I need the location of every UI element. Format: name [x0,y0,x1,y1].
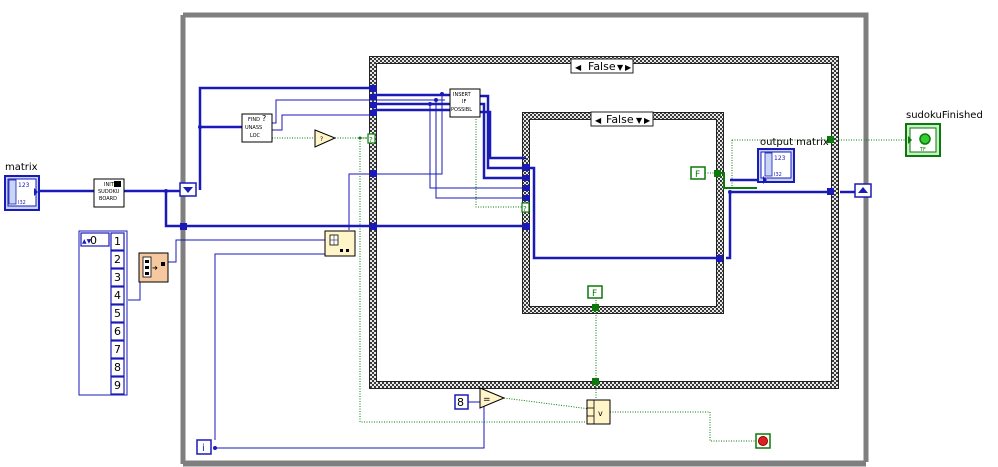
svg-text:FIND: FIND [248,117,260,123]
increment-arrow-icon[interactable]: ▶ [644,116,651,125]
case-inner-label: False [606,113,634,126]
up-arrow-icon [858,187,868,193]
array-element-value: 9 [114,379,121,392]
svg-text:?: ? [262,114,266,123]
output-matrix-label: output matrix [760,137,829,148]
svg-text:SUDOKU: SUDOKU [98,189,120,195]
output-arrow-icon [34,188,38,196]
init-sudoku-board-subvi[interactable]: INIT SUDOKU BOARD [93,178,125,208]
equal-primitive[interactable]: = [479,387,506,409]
svg-text:=: = [483,395,491,405]
svg-text:F: F [592,289,597,299]
svg-text:▲▼: ▲▼ [82,238,92,245]
array-wires[interactable] [38,86,855,260]
array-element-value: 8 [114,361,121,374]
svg-text:v: v [598,409,603,418]
array-element-value: 4 [114,289,121,302]
build-array-primitive[interactable] [324,230,356,257]
array-element-value: 3 [114,271,121,284]
array-element-value: 6 [114,325,121,338]
svg-text:INIT: INIT [104,182,115,188]
svg-text:BOARD: BOARD [99,196,117,202]
sudoku-finished-label: sudokuFinished [906,110,983,121]
selector-terminals[interactable]: ? ? [367,133,530,213]
case-outer-label: False [588,60,616,73]
svg-text:➜: ➜ [152,264,158,272]
case-structure-inner[interactable]: ◀ False ▼ ▶ [522,111,724,314]
matrix-label: matrix [5,162,38,173]
svg-text:TF: TF [919,147,926,153]
array-element[interactable]: 2 [110,250,125,269]
array-element-value: 5 [114,307,121,320]
array-element[interactable]: 1 [110,232,125,251]
decrement-arrow-icon[interactable]: ◀ [575,63,582,72]
down-arrow-icon [183,187,193,193]
dropdown-arrow-icon[interactable]: ▼ [617,63,624,72]
svg-text:?: ? [320,136,323,143]
svg-text:?: ? [369,136,373,144]
case-outer-selector[interactable]: ◀ False ▼ ▶ [570,58,634,74]
array-element[interactable]: 6 [110,322,125,341]
svg-text:123: 123 [18,182,30,189]
array-element[interactable]: 4 [110,286,125,305]
array-constant[interactable]: ▲▼ 0 1 2 3 4 5 6 7 8 9 [78,230,128,396]
case-structure-outer[interactable]: ◀ False ▼ ▶ [369,56,839,389]
output-matrix-indicator[interactable]: output matrix 123 I32 [757,137,829,184]
stop-icon [758,436,768,446]
svg-text:i: i [202,443,205,454]
array-element[interactable]: 5 [110,304,125,323]
boolean-wires[interactable] [272,104,908,442]
reshape-array-primitive[interactable]: ➜ [138,252,169,283]
svg-text:INSERT: INSERT [453,92,472,98]
iteration-terminal: i [196,439,212,455]
svg-text:POSSIBL: POSSIBL [451,107,472,113]
compound-or-primitive[interactable]: v [586,399,611,425]
wire-junctions [164,92,732,450]
array-element[interactable]: 3 [110,268,125,287]
bool-junctions [358,136,362,140]
scalar-wires[interactable] [128,94,526,449]
svg-text:I32: I32 [774,172,782,178]
numeric-constant-eight[interactable]: 8 [454,394,469,410]
led-icon [919,133,931,145]
svg-text:8: 8 [457,396,464,409]
array-element[interactable]: 8 [110,358,125,377]
svg-text:IF: IF [462,99,466,105]
find-unassigned-loc-subvi[interactable]: FIND ? UNASS LOC [241,113,273,143]
shift-register-right[interactable] [854,183,872,198]
case-inner-frame[interactable] [522,112,724,314]
array-element-value: 7 [114,343,121,356]
svg-text:UNASS: UNASS [245,125,262,131]
svg-text:F: F [695,170,700,180]
svg-text:?: ? [523,205,527,213]
input-arrow-icon [763,176,767,184]
array-element-value: 1 [114,235,121,248]
false-constant-a[interactable]: F [690,166,706,180]
matrix-control[interactable]: matrix 123 I32 [4,162,40,211]
array-element-value: 2 [114,253,121,266]
array-element[interactable]: 7 [110,340,125,359]
dropdown-arrow-icon[interactable]: ▼ [636,116,643,125]
case-inner-selector[interactable]: ◀ False ▼ ▶ [590,111,654,127]
array-index-value[interactable]: 0 [90,234,97,247]
sudoku-finished-indicator[interactable]: sudokuFinished TF [905,110,983,157]
compare-primitive[interactable]: ? [314,129,337,148]
array-element[interactable]: 9 [110,376,125,395]
conditional-terminal[interactable] [755,433,771,449]
input-arrow-icon [908,136,912,144]
svg-text:LOC: LOC [250,133,261,139]
false-constant-b[interactable]: F [587,285,603,299]
svg-text:123: 123 [774,155,786,162]
insert-if-possible-subvi[interactable]: INSERT IF POSSIBL [449,88,481,118]
boolean-tunnels[interactable] [592,136,834,385]
tunnels[interactable] [180,85,834,262]
shift-register-left[interactable] [179,182,197,197]
increment-arrow-icon[interactable]: ▶ [625,63,632,72]
decrement-arrow-icon[interactable]: ◀ [595,116,602,125]
svg-text:I32: I32 [18,200,26,206]
